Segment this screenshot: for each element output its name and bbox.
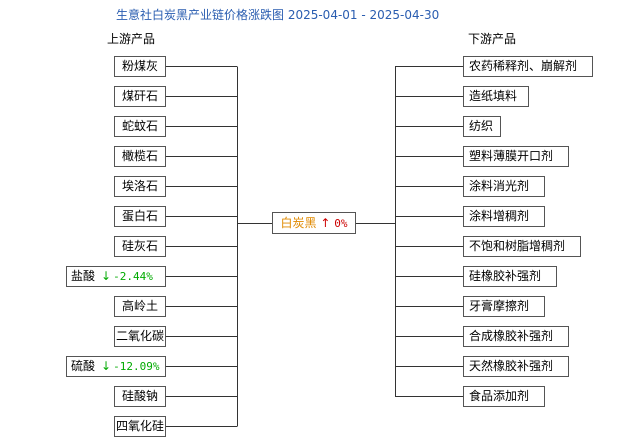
downstream-item[interactable]: 合成橡胶补强剂 <box>463 326 569 347</box>
center-product-change: 0% <box>334 217 348 230</box>
downstream-item[interactable]: 食品添加剂 <box>463 386 545 407</box>
upstream-item[interactable]: 粉煤灰 <box>114 56 166 77</box>
upstream-heading: 上游产品 <box>107 32 156 46</box>
upstream-item[interactable]: 硅灰石 <box>114 236 166 257</box>
downstream-item[interactable]: 涂料增稠剂 <box>463 206 545 227</box>
upstream-item-name: 埃洛石 <box>121 179 158 193</box>
downstream-item[interactable]: 造纸填料 <box>463 86 529 107</box>
upstream-item-name: 橄榄石 <box>121 149 158 163</box>
downstream-item-name: 牙膏摩擦剂 <box>469 299 530 313</box>
downstream-item-name: 硅橡胶补强剂 <box>469 269 542 283</box>
upstream-item[interactable]: 蛇蚊石 <box>114 116 166 137</box>
upstream-item[interactable]: 橄榄石 <box>114 146 166 167</box>
downstream-item[interactable]: 农药稀释剂、崩解剂 <box>463 56 593 77</box>
downstream-item[interactable]: 天然橡胶补强剂 <box>463 356 569 377</box>
upstream-item[interactable]: 四氧化硅 <box>114 416 166 437</box>
chart-title: 生意社白炭黑产业链价格涨跌图 2025-04-01 - 2025-04-30 <box>116 8 440 22</box>
upstream-item[interactable]: 硅酸钠 <box>114 386 166 407</box>
upstream-item-name: 硫酸 <box>71 359 96 373</box>
center-product-arrow: ↑ <box>320 216 331 230</box>
upstream-item[interactable]: 硫酸 ↓-12.09% <box>66 356 166 377</box>
upstream-item[interactable]: 高岭土 <box>114 296 166 317</box>
upstream-item-name: 蛋白石 <box>121 209 158 223</box>
center-product-box[interactable]: 白炭黑 ↑ 0% <box>272 212 356 234</box>
downstream-item-name: 纺织 <box>469 119 494 133</box>
downstream-item[interactable]: 纺织 <box>463 116 501 137</box>
upstream-item[interactable]: 埃洛石 <box>114 176 166 197</box>
upstream-item-change: -2.44% <box>113 270 153 283</box>
downstream-item-name: 农药稀释剂、崩解剂 <box>469 59 578 73</box>
upstream-item-name: 蛇蚊石 <box>121 119 158 133</box>
downstream-item-name: 涂料消光剂 <box>469 179 530 193</box>
downstream-heading: 下游产品 <box>468 32 517 46</box>
downstream-item-name: 塑料薄膜开口剂 <box>469 149 554 163</box>
downstream-item-name: 合成橡胶补强剂 <box>469 329 554 343</box>
upstream-item-name: 粉煤灰 <box>121 59 158 73</box>
downstream-item-name: 不饱和树脂增稠剂 <box>469 239 566 253</box>
upstream-item[interactable]: 煤矸石 <box>114 86 166 107</box>
upstream-item-arrow: ↓ <box>101 359 112 373</box>
downstream-item-name: 涂料增稠剂 <box>469 209 530 223</box>
downstream-item[interactable]: 牙膏摩擦剂 <box>463 296 545 317</box>
downstream-item-name: 食品添加剂 <box>469 389 530 403</box>
upstream-item-change: -12.09% <box>113 360 160 373</box>
downstream-item[interactable]: 塑料薄膜开口剂 <box>463 146 569 167</box>
upstream-item-arrow: ↓ <box>101 269 112 283</box>
upstream-item[interactable]: 蛋白石 <box>114 206 166 227</box>
upstream-item-name: 盐酸 <box>71 269 96 283</box>
center-product-name: 白炭黑 <box>280 216 317 230</box>
downstream-item[interactable]: 不饱和树脂增稠剂 <box>463 236 581 257</box>
downstream-item-name: 天然橡胶补强剂 <box>469 359 554 373</box>
upstream-item-name: 硅酸钠 <box>121 389 158 403</box>
upstream-item-name: 四氧化硅 <box>115 419 164 433</box>
upstream-item-name: 硅灰石 <box>121 239 158 253</box>
upstream-item-name: 高岭土 <box>121 299 158 313</box>
upstream-item-name: 煤矸石 <box>121 89 158 103</box>
downstream-item-name: 造纸填料 <box>469 89 518 103</box>
upstream-item[interactable]: 二氧化碳 <box>114 326 166 347</box>
downstream-item[interactable]: 涂料消光剂 <box>463 176 545 197</box>
downstream-item[interactable]: 硅橡胶补强剂 <box>463 266 557 287</box>
upstream-item-name: 二氧化碳 <box>115 329 164 343</box>
upstream-item[interactable]: 盐酸 ↓-2.44% <box>66 266 166 287</box>
